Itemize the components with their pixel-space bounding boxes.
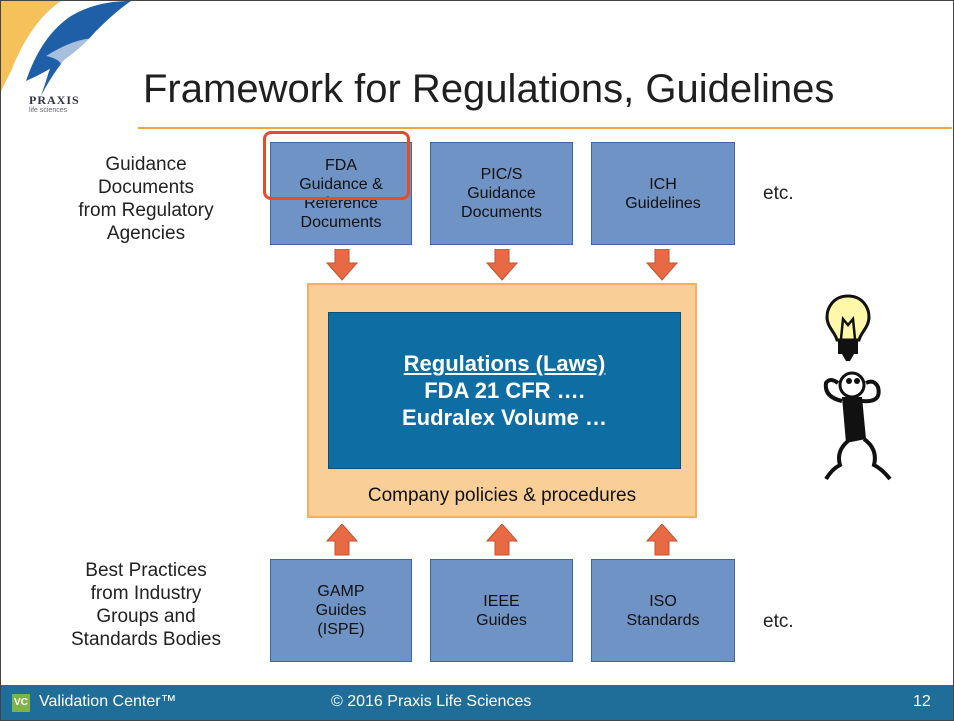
box-pics-guidance: PIC/S Guidance Documents bbox=[430, 142, 573, 245]
arrow-up-iso bbox=[646, 524, 678, 556]
arrow-down-fda bbox=[326, 249, 358, 281]
box-fda-guidance: FDA Guidance & Reference Documents bbox=[270, 142, 412, 245]
logo-subtitle: life sciences bbox=[29, 107, 68, 114]
regulations-box: Regulations (Laws) FDA 21 CFR …. Eudrale… bbox=[328, 312, 681, 469]
etc-bottom: etc. bbox=[763, 611, 794, 632]
footer-validation-center: Validation Center™ bbox=[39, 693, 177, 710]
arrow-up-gamp bbox=[326, 524, 358, 556]
thinking-figure-icon bbox=[823, 371, 892, 481]
slide-title: Framework for Regulations, Guidelines bbox=[143, 67, 835, 111]
fda-highlight-outline bbox=[263, 131, 410, 200]
vc-logo-icon: VC bbox=[12, 694, 30, 712]
arrow-up-ieee bbox=[486, 524, 518, 556]
box-ieee-guides: IEEE Guides bbox=[430, 559, 573, 662]
footer-copyright: © 2016 Praxis Life Sciences bbox=[331, 693, 532, 710]
regulations-fda: FDA 21 CFR …. bbox=[424, 378, 585, 403]
praxis-logo-swoosh bbox=[1, 1, 131, 96]
regulations-heading: Regulations (Laws) bbox=[403, 351, 606, 376]
box-ich-guidelines: ICH Guidelines bbox=[591, 142, 735, 245]
arrow-down-pics bbox=[486, 249, 518, 281]
label-guidance-documents: Guidance Documents from Regulatory Agenc… bbox=[78, 154, 214, 244]
company-policies-label: Company policies & procedures bbox=[367, 485, 637, 506]
box-iso-standards: ISO Standards bbox=[591, 559, 735, 662]
etc-top: etc. bbox=[763, 183, 794, 204]
box-gamp-guides: GAMP Guides (ISPE) bbox=[270, 559, 412, 662]
logo-wordmark: PRAXIS bbox=[29, 93, 80, 107]
footer-page-number: 12 bbox=[913, 693, 931, 710]
regulations-eudralex: Eudralex Volume … bbox=[402, 405, 607, 430]
title-rule bbox=[138, 127, 952, 129]
label-best-practices: Best Practices from Industry Groups and … bbox=[71, 560, 221, 650]
footer-bar: VC Validation Center™ © 2016 Praxis Life… bbox=[1, 685, 953, 720]
arrow-down-ich bbox=[646, 249, 678, 281]
lightbulb-icon bbox=[825, 294, 871, 361]
